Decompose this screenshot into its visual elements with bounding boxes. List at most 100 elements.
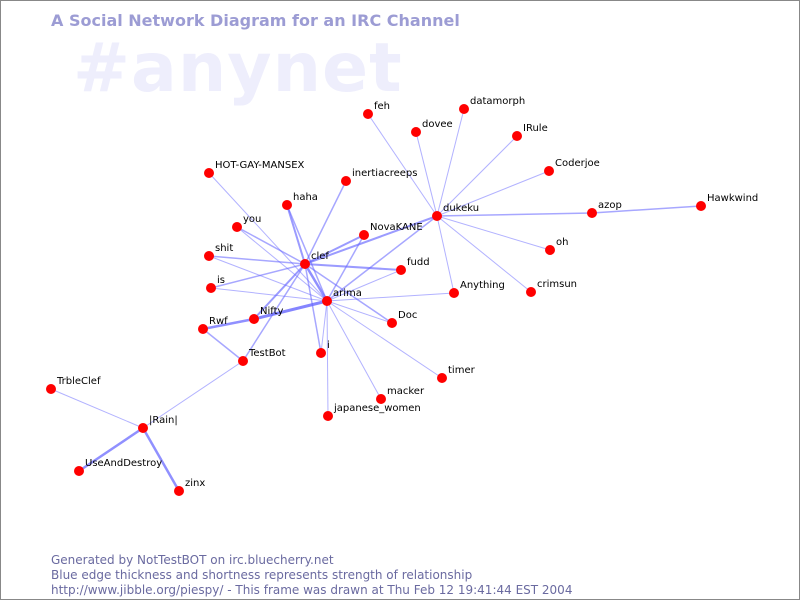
node-Rwf — [198, 324, 208, 334]
edge-|Rain|-zinx — [141, 427, 181, 492]
node-datamorph — [459, 104, 469, 114]
node-is — [206, 283, 216, 293]
edge-arima-Doc — [326, 300, 393, 324]
node-label: clef — [311, 251, 329, 262]
edge-dukeku-oh — [436, 215, 551, 251]
edge-clef-arima — [303, 263, 329, 302]
node-label: haha — [293, 192, 318, 203]
node-label: is — [217, 275, 225, 286]
node-label: you — [243, 214, 261, 225]
node-dukeku — [432, 211, 442, 221]
node-you — [232, 222, 242, 232]
edge-arima-is — [210, 287, 328, 302]
node-label: IRule — [523, 123, 548, 134]
node-i — [316, 348, 326, 358]
node-label: shit — [215, 243, 233, 254]
edge-arima-macker — [326, 300, 382, 400]
node-label: dovee — [422, 119, 453, 130]
node-label: japanese_women — [333, 403, 421, 414]
node-azop — [587, 208, 597, 218]
node-label: i — [327, 340, 330, 351]
node-label: oh — [556, 237, 568, 248]
node-label: Nifty — [260, 306, 284, 317]
edge-TestBot-|Rain| — [142, 360, 244, 429]
edge-dukeku-Anything — [436, 215, 455, 294]
node-haha — [282, 200, 292, 210]
node-japanese_women — [323, 411, 333, 421]
node-label: inertiacreeps — [352, 168, 417, 179]
node-timer — [437, 373, 447, 383]
edge-arima-i — [320, 300, 328, 354]
edge-clef-TestBot — [242, 263, 306, 362]
edge-arima-you — [236, 226, 328, 302]
edge-arima-shit — [208, 255, 328, 302]
edge-clef-i — [304, 263, 322, 354]
edge-arima-fudd — [326, 269, 402, 302]
node-label: feh — [374, 101, 390, 112]
node-label: HOT-GAY-MANSEX — [215, 160, 305, 171]
node-fudd — [396, 265, 406, 275]
edge-dukeku-feh — [367, 113, 438, 217]
edge-clef-shit — [208, 255, 306, 265]
edge-arima-japanese_women — [326, 300, 329, 417]
node-TestBot — [238, 356, 248, 366]
node-label: Anything — [460, 280, 505, 291]
node-label: timer — [448, 365, 476, 376]
edge-clef-fudd — [304, 263, 402, 271]
footer: Generated by NotTestBOT on irc.bluecherr… — [51, 553, 572, 598]
edge-clef-you — [236, 226, 306, 265]
node-Coderjoe — [544, 166, 554, 176]
node-inertiacreeps — [341, 176, 351, 186]
edge-clef-Doc — [304, 263, 393, 324]
node-clef — [300, 259, 310, 269]
node-crimsun — [526, 287, 536, 297]
node-label: |Rain| — [149, 415, 178, 426]
node-UseAndDestroy — [74, 466, 84, 476]
edge-clef-haha — [286, 204, 306, 265]
node-oh — [545, 245, 555, 255]
node-Nifty — [249, 314, 259, 324]
node-macker — [376, 394, 386, 404]
node-Anything — [449, 288, 459, 298]
edge-arima-Anything — [326, 292, 455, 302]
edge-clef-Nifty — [253, 263, 306, 320]
edge-dukeku-IRule — [436, 135, 518, 217]
node-label: Coderjoe — [555, 158, 600, 169]
footer-generated-by: Generated by NotTestBOT on irc.bluecherr… — [51, 553, 334, 567]
node-label: crimsun — [537, 279, 577, 290]
edge-arima-Nifty — [253, 299, 328, 321]
node-Hawkwind — [696, 201, 706, 211]
edge-dukeku-clef — [304, 215, 438, 265]
edge-|Rain|-TrbleClef — [50, 388, 144, 429]
node-label: zinx — [185, 478, 205, 489]
node-feh — [363, 109, 373, 119]
node-NovaKANE — [359, 230, 369, 240]
edge-clef-is — [210, 263, 306, 289]
node-label: Rwf — [209, 316, 228, 327]
node-label: NovaKANE — [370, 222, 423, 233]
edge-dukeku-dovee — [415, 131, 438, 217]
node-dovee — [411, 127, 421, 137]
node-label: Hawkwind — [707, 193, 758, 204]
edge-dukeku-datamorph — [436, 108, 465, 217]
edge-clef-inertiacreeps — [304, 180, 347, 265]
edge-Rwf-Nifty — [202, 317, 255, 331]
footer-source: http://www.jibble.org/piespy/ - This fra… — [51, 583, 573, 597]
node-label: UseAndDestroy — [85, 458, 162, 469]
edge-dukeku-crimsun — [436, 215, 532, 293]
node-TrbleClef — [46, 384, 56, 394]
node-zinx — [174, 486, 184, 496]
edge-arima-timer — [326, 300, 443, 379]
node-|Rain| — [138, 423, 148, 433]
edge-arima-NovaKANE — [326, 234, 365, 302]
node-label: dukeku — [443, 203, 479, 214]
node-label: Doc — [398, 310, 417, 321]
edge-dukeku-azop — [436, 212, 593, 217]
footer-legend: Blue edge thickness and shortness repres… — [51, 568, 473, 582]
node-label: datamorph — [470, 96, 525, 107]
diagram-title: A Social Network Diagram for an IRC Chan… — [51, 11, 460, 30]
node-label: azop — [598, 200, 622, 211]
channel-watermark: #anynet — [73, 29, 403, 108]
